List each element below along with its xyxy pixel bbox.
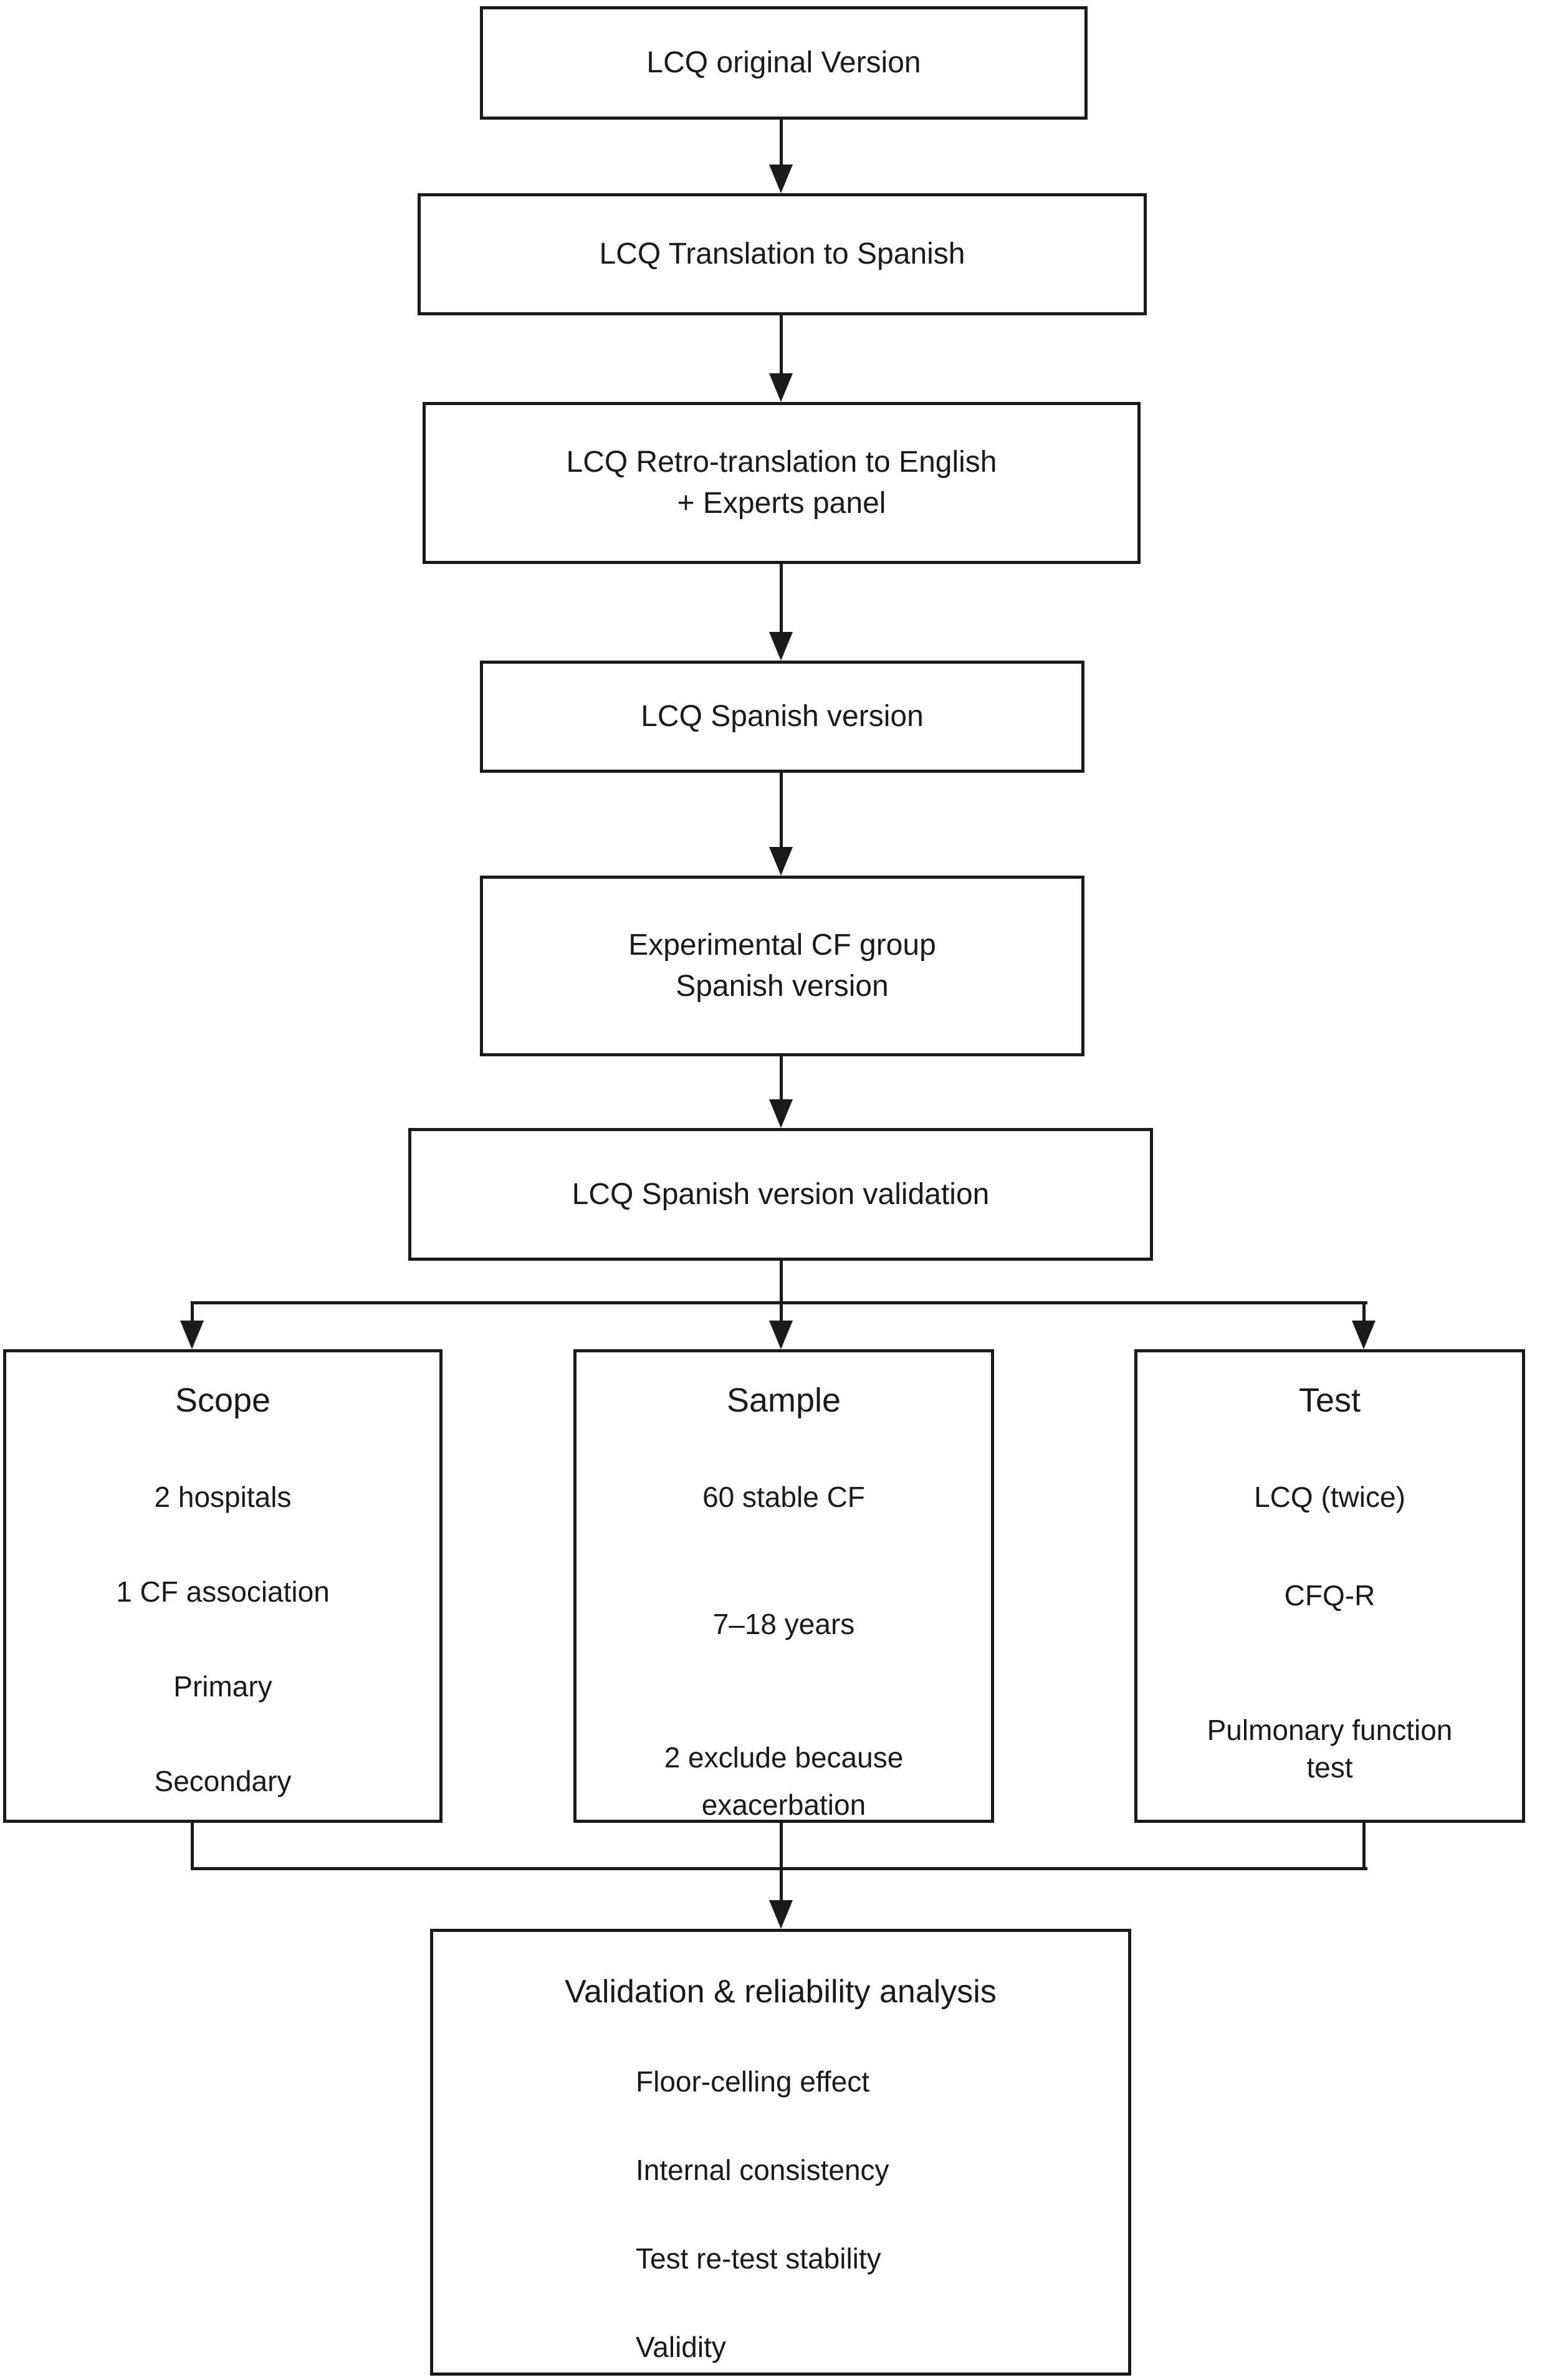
result-title: Validation & reliability analysis bbox=[565, 1974, 997, 2010]
test-item-line: Pulmonary function bbox=[1207, 1714, 1453, 1746]
box-lcq-original-version: LCQ original Version bbox=[480, 6, 1088, 120]
sample-item-line: 2 exclude because bbox=[664, 1741, 904, 1774]
arrow-down-icon bbox=[769, 1099, 793, 1128]
test-item: LCQ (twice) bbox=[1254, 1481, 1405, 1513]
test-title: Test bbox=[1298, 1382, 1361, 1419]
result-item: Floor-celling effect bbox=[636, 2065, 869, 2098]
connector-line bbox=[191, 1822, 194, 1870]
scope-title: Scope bbox=[175, 1382, 271, 1419]
step-label-line: Experimental CF group bbox=[628, 929, 936, 962]
connector-rail bbox=[191, 1867, 1367, 1870]
connector-line bbox=[780, 1055, 783, 1101]
scope-item: 1 CF association bbox=[116, 1575, 330, 1608]
arrow-down-icon bbox=[769, 373, 793, 402]
arrow-down-icon bbox=[769, 1321, 793, 1349]
scope-item: Primary bbox=[173, 1670, 272, 1703]
scope-item: Secondary bbox=[154, 1765, 292, 1797]
connector-line bbox=[780, 772, 783, 849]
step-label: Experimental CF group Spanish version bbox=[628, 925, 936, 1007]
arrow-down-icon bbox=[769, 847, 793, 876]
step-label-line: Spanish version bbox=[676, 970, 889, 1003]
connector-line bbox=[780, 314, 783, 375]
connector-line bbox=[780, 1302, 783, 1322]
step-label: LCQ original Version bbox=[646, 46, 921, 79]
box-test: Test LCQ (twice) CFQ-R Pulmonary functio… bbox=[1134, 1349, 1525, 1823]
arrow-down-icon bbox=[769, 1900, 793, 1929]
arrow-down-icon bbox=[1352, 1321, 1376, 1349]
box-lcq-translation-to-spanish: LCQ Translation to Spanish bbox=[418, 193, 1147, 315]
scope-item: 2 hospitals bbox=[154, 1481, 292, 1513]
test-item: Pulmonary function test bbox=[1207, 1711, 1453, 1786]
arrow-down-icon bbox=[769, 165, 793, 193]
connector-line bbox=[780, 1259, 783, 1303]
connector-line bbox=[191, 1302, 194, 1322]
sample-item: 2 exclude because exacerbation bbox=[664, 1734, 904, 1828]
connector-line bbox=[780, 118, 783, 167]
step-label-line: LCQ Retro-translation to English bbox=[566, 446, 997, 479]
connector-line bbox=[780, 1822, 783, 1902]
result-item-list: Floor-celling effect Internal consistenc… bbox=[636, 2064, 889, 2364]
step-label: LCQ Translation to Spanish bbox=[599, 237, 965, 270]
connector-line bbox=[780, 563, 783, 634]
sample-item: 7–18 years bbox=[712, 1608, 855, 1640]
sample-title: Sample bbox=[726, 1382, 841, 1419]
arrow-down-icon bbox=[180, 1321, 204, 1349]
step-label: LCQ Retro-translation to English + Exper… bbox=[567, 442, 997, 524]
step-label-line: + Experts panel bbox=[677, 487, 886, 520]
sample-item: 60 stable CF bbox=[702, 1481, 865, 1513]
result-item: Internal consistency bbox=[636, 2154, 889, 2186]
result-item: Test re-test stability bbox=[636, 2242, 881, 2275]
result-item: Validity bbox=[636, 2331, 726, 2363]
connector-line bbox=[1362, 1302, 1366, 1322]
test-item: CFQ-R bbox=[1284, 1579, 1376, 1612]
box-lcq-retro-translation: LCQ Retro-translation to English + Exper… bbox=[423, 402, 1141, 564]
test-item-line: test bbox=[1306, 1751, 1353, 1784]
box-lcq-spanish-version-validation: LCQ Spanish version validation bbox=[408, 1128, 1153, 1261]
connector-rail bbox=[191, 1301, 1367, 1304]
sample-item-line: exacerbation bbox=[701, 1789, 866, 1821]
box-sample: Sample 60 stable CF 7–18 years 2 exclude… bbox=[573, 1349, 994, 1823]
box-lcq-spanish-version: LCQ Spanish version bbox=[480, 661, 1084, 773]
arrow-down-icon bbox=[769, 632, 793, 661]
box-validation-reliability-analysis: Validation & reliability analysis Floor-… bbox=[430, 1929, 1131, 2376]
box-scope: Scope 2 hospitals 1 CF association Prima… bbox=[3, 1349, 443, 1823]
step-label: LCQ Spanish version bbox=[641, 700, 924, 733]
box-experimental-cf-group: Experimental CF group Spanish version bbox=[480, 876, 1084, 1056]
connector-line bbox=[1362, 1822, 1366, 1870]
step-label: LCQ Spanish version validation bbox=[572, 1177, 990, 1211]
